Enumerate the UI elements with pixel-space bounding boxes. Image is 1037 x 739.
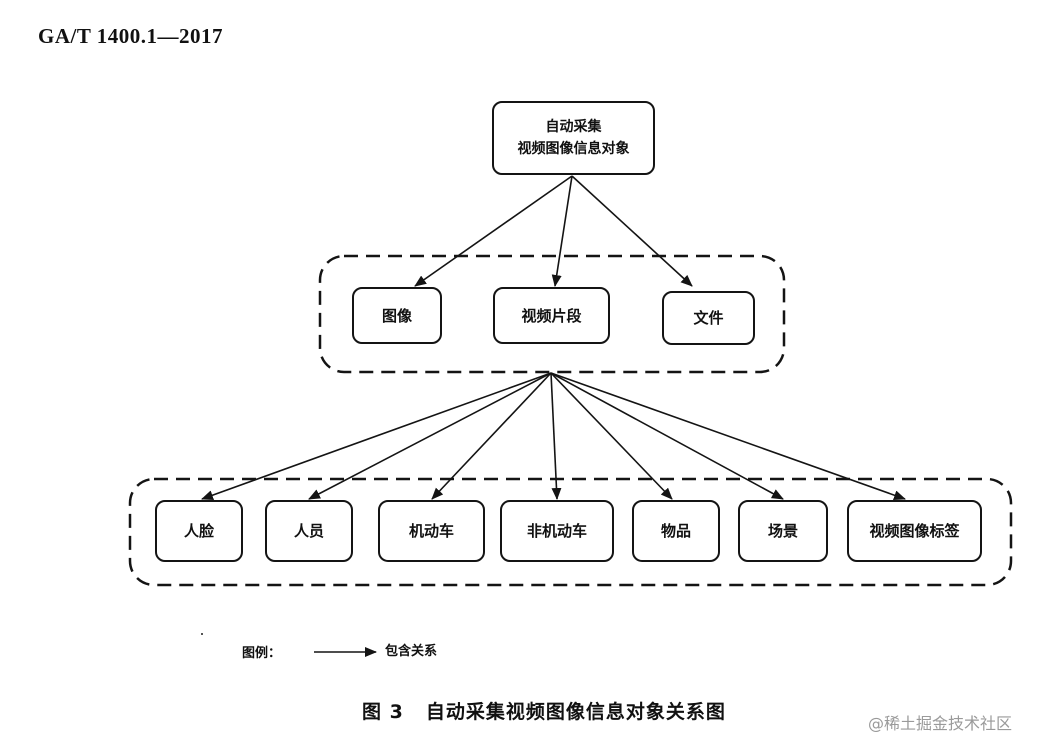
scan-speck xyxy=(201,633,203,635)
figure-number: 图 3 xyxy=(362,701,404,723)
node-image: 图像 xyxy=(352,287,442,344)
node-non-motor-vehicle: 非机动车 xyxy=(500,500,614,562)
arrow-middle-to-video-tag xyxy=(550,372,906,501)
node-item: 物品 xyxy=(632,500,720,562)
middle-group-container xyxy=(318,254,786,374)
arrow-middle-to-item xyxy=(550,372,673,500)
node-scene: 场景 xyxy=(738,500,828,562)
legend-arrow-meaning: 包含关系 xyxy=(385,644,438,659)
arrow-middle-to-scene xyxy=(550,372,784,500)
arrow-root-to-image xyxy=(414,175,573,287)
arrow-middle-to-person xyxy=(308,372,552,500)
node-person: 人员 xyxy=(265,500,353,562)
arrow-root-to-video-clip xyxy=(551,175,573,287)
node-face: 人脸 xyxy=(155,500,243,562)
node-file: 文件 xyxy=(662,291,755,345)
root-node-line1: 自动采集 xyxy=(545,119,602,135)
watermark: @稀土掘金技术社区 xyxy=(868,714,1013,733)
node-motor-vehicle: 机动车 xyxy=(378,500,485,562)
arrow-middle-to-non-motor-vehicle xyxy=(550,372,562,500)
document-code: GA/T 1400.1—2017 xyxy=(38,24,223,48)
figure-caption: 图 3 自动采集视频图像信息对象关系图 xyxy=(362,697,726,724)
figure-title: 自动采集视频图像信息对象关系图 xyxy=(425,701,726,723)
node-video-clip: 视频片段 xyxy=(493,287,610,344)
arrow-root-to-file xyxy=(571,175,693,287)
arrow-middle-to-face xyxy=(201,372,552,500)
root-node-line2: 视频图像信息对象 xyxy=(517,141,630,157)
arrow-middle-to-motor-vehicle xyxy=(431,372,552,500)
node-video-tag: 视频图像标签 xyxy=(847,500,982,562)
root-node: 自动采集 视频图像信息对象 xyxy=(492,101,655,175)
legend-label: 图例： xyxy=(242,646,282,661)
